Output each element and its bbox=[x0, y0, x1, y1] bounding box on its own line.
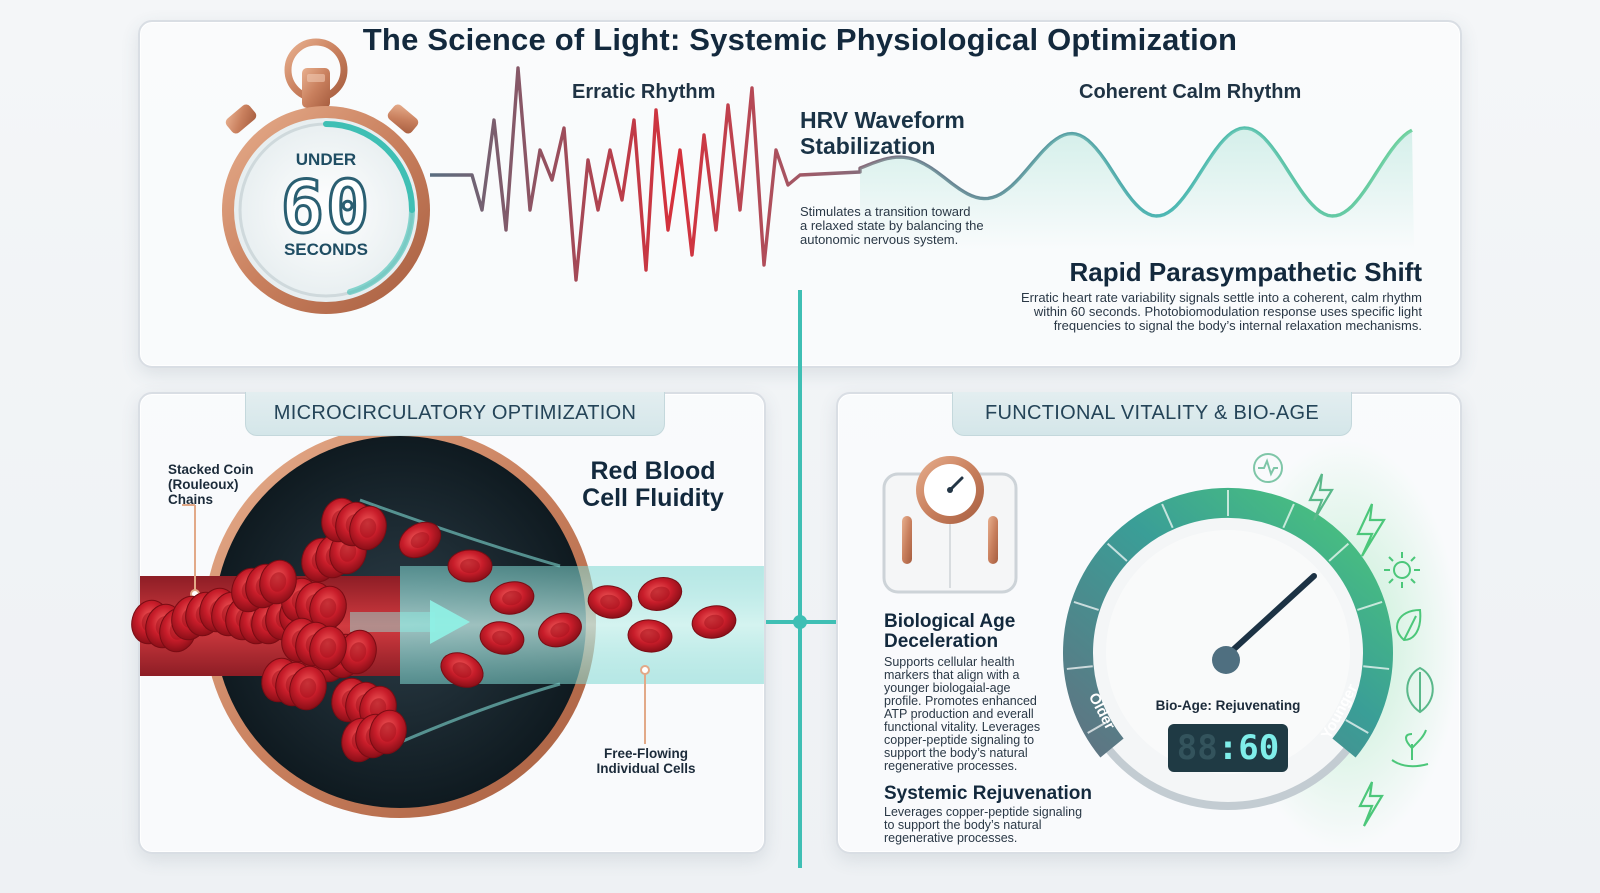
bio-age-line: younger biologaial-age bbox=[884, 681, 1011, 695]
gauge-status-label: Bio-Age: Rejuvenating bbox=[1155, 698, 1301, 713]
red-blood-cell-center bbox=[600, 594, 620, 610]
red-blood-cell-center bbox=[319, 598, 337, 618]
rbc-fluidity-line-1: Red Blood bbox=[590, 457, 716, 485]
bio-age-line: functional vitality. Leverages bbox=[884, 720, 1041, 734]
red-blood-cell-center bbox=[339, 542, 357, 562]
systemic-rejuvenation-description: Leverages copper-peptide signaling to su… bbox=[884, 806, 1082, 845]
stopwatch-bottom-text: SECONDS bbox=[283, 240, 369, 259]
gauge-tick bbox=[1161, 503, 1174, 529]
gauge-ticks bbox=[1066, 490, 1390, 734]
stopwatch-icon bbox=[222, 38, 430, 314]
scale-icon bbox=[882, 456, 1018, 594]
free-flowing-callout: Free-Flowing Individual Cells bbox=[576, 746, 716, 776]
parasympathetic-line: Erratic heart rate variability signals s… bbox=[1020, 290, 1422, 305]
gauge-tick bbox=[1106, 542, 1128, 562]
connector-node bbox=[793, 615, 807, 629]
gauge-tick bbox=[1282, 503, 1295, 529]
hrv-stabilization-label: HRV Waveform Stabilization bbox=[800, 107, 965, 159]
red-blood-cell-center bbox=[640, 628, 660, 644]
rbc-fluidity-heading: Red Blood Cell Fluidity bbox=[568, 458, 738, 512]
gauge-tick bbox=[1345, 719, 1369, 734]
erratic-rhythm-label: Erratic Rhythm bbox=[572, 81, 716, 103]
parasympathetic-line: frequencies to signal the body’s interna… bbox=[1053, 318, 1422, 333]
rbc-fluidity-line-2: Cell Fluidity bbox=[582, 484, 724, 512]
leaf-icon bbox=[1396, 608, 1434, 714]
red-blood-cell-center bbox=[492, 630, 512, 646]
bio-age-line: markers that align with a bbox=[884, 668, 1020, 682]
stacked-coin-line: (Rouleoux) bbox=[168, 477, 239, 492]
red-blood-cell-center bbox=[550, 622, 570, 638]
sprout-hand-icon bbox=[1391, 729, 1429, 768]
bio-age-line: support the body’s natural bbox=[884, 746, 1028, 760]
gauge-display-dim: 88 bbox=[1176, 728, 1218, 768]
red-blood-cell-center bbox=[379, 722, 397, 742]
coherent-rhythm-label: Coherent Calm Rhythm bbox=[1079, 81, 1302, 103]
systemic-line: Leverages copper-peptide signaling bbox=[884, 805, 1083, 819]
red-blood-cell-center bbox=[410, 532, 430, 548]
stacked-coin-line: Stacked Coin bbox=[168, 462, 254, 477]
hrv-description-line: autonomic nervous system. bbox=[800, 232, 959, 247]
systemic-line: regenerative processes. bbox=[884, 831, 1018, 845]
tab-functional-vitality: FUNCTIONAL VITALITY & BIO-AGE bbox=[952, 392, 1352, 436]
stopwatch-number: 60 bbox=[279, 165, 372, 250]
red-blood-cell-center bbox=[349, 642, 367, 662]
systemic-rejuvenation-heading: Systemic Rejuvenation bbox=[884, 783, 1093, 804]
hrv-description-line: Stimulates a transition toward bbox=[800, 204, 971, 219]
bio-age-heading: Biological Age Deceleration bbox=[884, 612, 1015, 652]
gauge-tick bbox=[1066, 665, 1093, 670]
gauge-tick bbox=[1073, 600, 1099, 611]
parasympathetic-line: within 60 seconds. Photobiomodulation re… bbox=[1033, 304, 1422, 319]
stacked-coin-callout: Stacked Coin (Rouleoux) Chains bbox=[168, 462, 254, 507]
hrv-description: Stimulates a transition toward a relaxed… bbox=[800, 205, 984, 247]
page-title: The Science of Light: Systemic Physiolog… bbox=[362, 22, 1238, 57]
hrv-description-line: a relaxed state by balancing the bbox=[800, 218, 984, 233]
hrv-stabilization-line-2: Stabilization bbox=[800, 133, 936, 159]
parasympathetic-description: Erratic heart rate variability signals s… bbox=[1021, 291, 1422, 333]
bio-age-line: profile. Promotes enhanced bbox=[884, 694, 1037, 708]
bio-age-line: regenerative processes. bbox=[884, 759, 1018, 773]
gauge-tick bbox=[1328, 542, 1350, 562]
stacked-red-cells bbox=[131, 497, 407, 763]
bio-age-heading-line-2: Deceleration bbox=[884, 631, 999, 652]
free-flowing-line: Individual Cells bbox=[596, 761, 696, 776]
bio-age-line: Supports cellular health bbox=[884, 655, 1015, 669]
red-blood-cell-center bbox=[502, 590, 522, 606]
gauge-tick bbox=[1363, 665, 1390, 670]
red-blood-cell-center bbox=[704, 614, 724, 630]
bio-age-line: ATP production and everall bbox=[884, 707, 1034, 721]
sun-icon bbox=[1384, 552, 1420, 588]
gauge-digital-display: 88:60 bbox=[1168, 728, 1288, 768]
red-blood-cell-center bbox=[269, 572, 287, 592]
heartbeat-icon bbox=[1253, 453, 1283, 483]
free-flowing-red-cells bbox=[398, 521, 737, 688]
red-blood-cell-center bbox=[452, 662, 472, 678]
hrv-waveform-glow bbox=[860, 128, 1414, 250]
tab-microcirculatory: MICROCIRCULATORY OPTIMIZATION bbox=[245, 392, 665, 436]
bio-age-gauge bbox=[1063, 487, 1393, 810]
systemic-line: to support the body’s natural bbox=[884, 818, 1042, 832]
gauge-tick bbox=[1087, 719, 1111, 734]
red-blood-cell-center bbox=[359, 518, 377, 538]
bio-age-description: Supports cellular health markers that al… bbox=[884, 656, 1040, 773]
gauge-display-value: 60 bbox=[1238, 728, 1280, 768]
lightning-icon bbox=[1308, 473, 1386, 827]
free-flowing-line: Free-Flowing bbox=[604, 746, 688, 761]
red-blood-cell-center bbox=[460, 558, 480, 574]
bio-age-heading-line-1: Biological Age bbox=[884, 611, 1016, 632]
red-blood-cell-center bbox=[299, 678, 317, 698]
red-blood-cell-center bbox=[650, 586, 670, 602]
parasympathetic-heading: Rapid Parasympathetic Shift bbox=[1069, 257, 1422, 287]
red-blood-cell-center bbox=[319, 638, 337, 658]
hrv-stabilization-line-1: HRV Waveform bbox=[800, 107, 965, 133]
stacked-coin-line: Chains bbox=[168, 492, 214, 507]
gauge-display-colon: : bbox=[1217, 728, 1239, 768]
stopwatch-top-text: UNDER bbox=[295, 150, 357, 169]
gauge-tick bbox=[1357, 600, 1383, 611]
bio-age-line: copper-peptide signaling to bbox=[884, 733, 1035, 747]
